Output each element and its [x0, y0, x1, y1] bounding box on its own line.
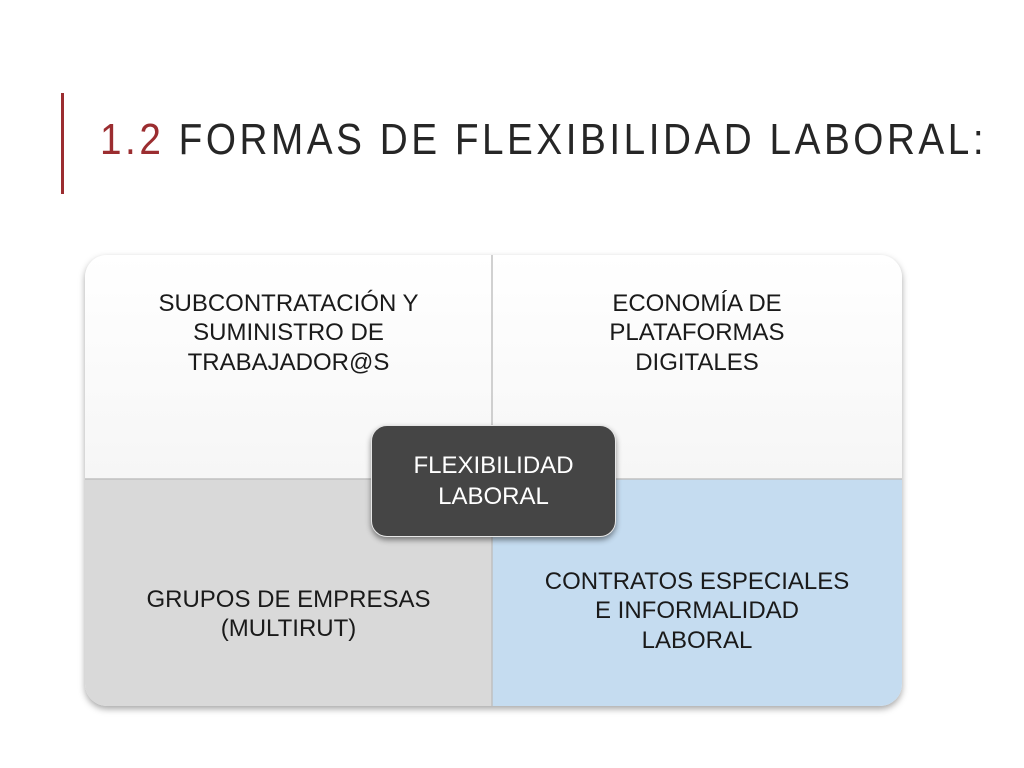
quadrant-text-line: GRUPOS DE EMPRESAS [146, 586, 431, 613]
slide-title: 1.2 FORMAS DE FLEXIBILIDAD LABORAL: [100, 118, 987, 162]
center-node-line: LABORAL [438, 483, 549, 510]
title-accent-bar [61, 93, 64, 194]
quadrant-text-line: SUBCONTRATACIÓN Y [158, 290, 419, 317]
quadrant-subcontratacion: SUBCONTRATACIÓN Y SUMINISTRO DE TRABAJAD… [85, 255, 492, 479]
quadrant-subcontratacion-text: SUBCONTRATACIÓN Y SUMINISTRO DE TRABAJAD… [158, 289, 418, 377]
quadrant-grupos-empresas-text: GRUPOS DE EMPRESAS (MULTIRUT) [146, 585, 430, 644]
center-node-line: FLEXIBILIDAD [413, 451, 574, 479]
quadrant-text-line: SUMINISTRO DE [193, 319, 384, 347]
quadrant-text-line: PLATAFORMAS [609, 319, 785, 347]
quadrant-text-line: CONTRATOS ESPECIALES [544, 568, 850, 595]
title-number: 1.2 [100, 115, 165, 164]
quadrant-contratos-especiales-text: CONTRATOS ESPECIALES E INFORMALIDAD LABO… [545, 567, 850, 655]
quadrant-economia-plataformas-text: ECONOMÍA DE PLATAFORMAS DIGITALES [609, 289, 784, 377]
title-text: FORMAS DE FLEXIBILIDAD LABORAL: [178, 115, 988, 164]
center-node-text: FLEXIBILIDAD LABORAL [413, 450, 573, 512]
quadrant-text-line: ECONOMÍA DE [612, 290, 782, 317]
quadrant-text-line: TRABAJADOR@S [187, 348, 390, 376]
quadrant-text-line: LABORAL [641, 626, 753, 654]
quadrant-text-line: (MULTIRUT) [220, 615, 357, 643]
center-node-flexibilidad-laboral: FLEXIBILIDAD LABORAL [371, 425, 616, 537]
quadrant-text-line: E INFORMALIDAD [594, 597, 800, 625]
quadrant-text-line: DIGITALES [635, 348, 759, 376]
